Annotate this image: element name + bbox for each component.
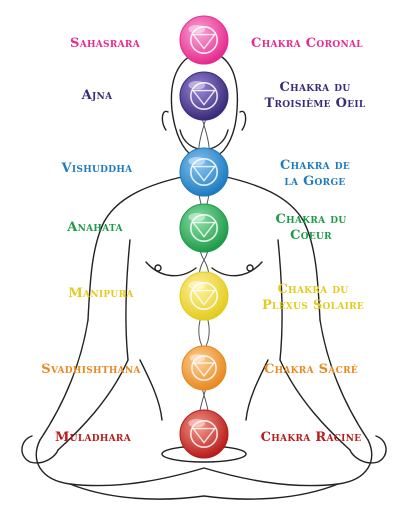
label-chakra-coronal: Chakra Coronal <box>251 36 363 51</box>
chakra-orb-vishuddha <box>179 147 229 197</box>
label-chakra-plexus-2: Plexus Solaire <box>261 298 365 313</box>
label-vishuddha: Vishuddha <box>61 161 133 176</box>
label-chakra-troisieme-oeil-1: Chakra du <box>279 80 351 95</box>
chakra-orb-sahasrara <box>179 15 229 65</box>
chakra-orb-ajna <box>179 71 229 121</box>
label-chakra-troisieme-oeil-2: Troisième Oeil <box>264 96 366 111</box>
label-chakra-coeur-2: Coeur <box>290 228 332 243</box>
label-svadhishthana: Svadhishthana <box>41 362 141 377</box>
chakra-orb-manipura <box>179 271 229 321</box>
label-muladhara: Muladhara <box>54 430 131 445</box>
label-chakra-gorge-2: la Gorge <box>284 174 346 189</box>
label-chakra-sacre: Chakra Sacré <box>263 362 359 377</box>
label-chakra-plexus-1: Chakra du <box>277 282 349 297</box>
chakra-orb-anahata <box>179 203 229 253</box>
label-manipura: Manipura <box>68 286 134 301</box>
chakra-orbs <box>179 15 229 459</box>
chakra-orb-svadhishthana <box>181 345 227 391</box>
label-ajna: Ajna <box>81 88 113 103</box>
label-sahasrara: Sahasrara <box>70 36 140 51</box>
label-chakra-coeur-1: Chakra du <box>275 212 347 227</box>
label-anahata: Anahata <box>67 220 123 235</box>
label-chakra-gorge-1: Chakra de <box>279 158 350 173</box>
chakra-orb-muladhara <box>179 409 229 459</box>
label-chakra-racine: Chakra Racine <box>260 430 362 445</box>
